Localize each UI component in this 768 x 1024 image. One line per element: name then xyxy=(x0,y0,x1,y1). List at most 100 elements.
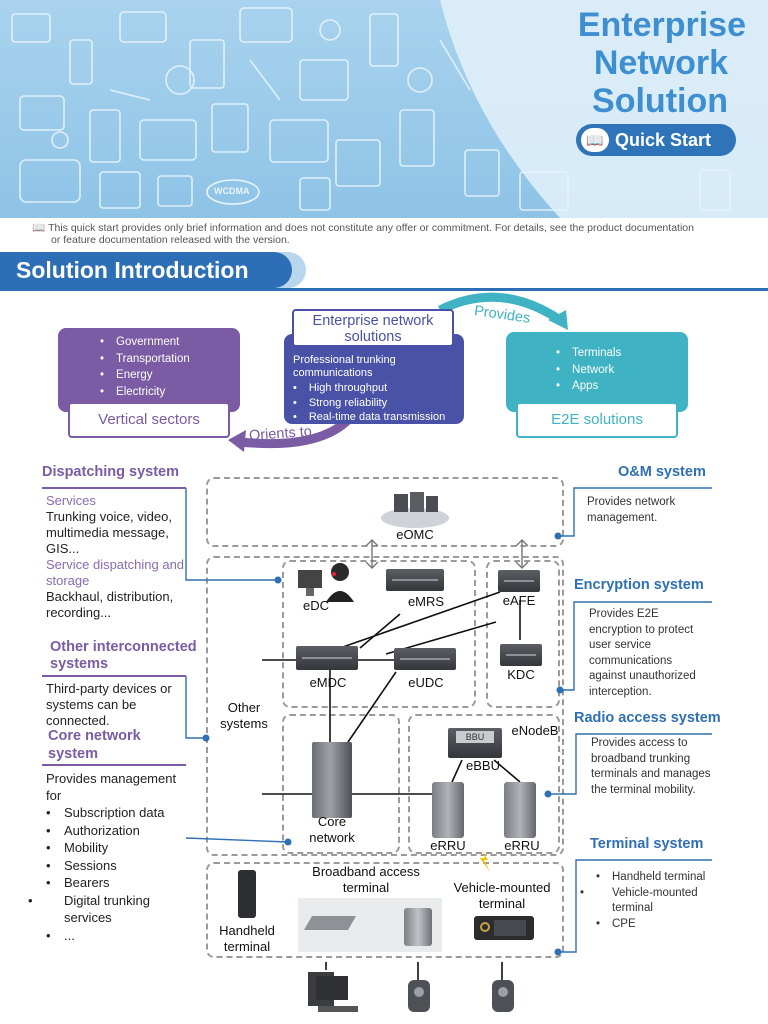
vertical-sectors-list: Government Transportation Energy Electri… xyxy=(58,328,240,400)
other-systems-text: Third-party devices or systems can be co… xyxy=(46,681,172,728)
eomc-label: eOMC xyxy=(396,527,434,542)
enterprise-features-list: High throughput Strong reliability Real-… xyxy=(284,380,464,425)
terminal-zone xyxy=(206,862,564,958)
handheld-terminal-device xyxy=(238,870,256,918)
e2e-solutions-box: Terminals Network Apps xyxy=(506,332,688,412)
ebbu-label: eBBU xyxy=(466,758,500,773)
broadband-terminal-label: Broadband access terminal xyxy=(312,864,420,895)
sds-label: Service dispatching and storage xyxy=(46,557,185,588)
page-title-line3: Solution xyxy=(592,82,728,120)
list-item: Apps xyxy=(556,378,688,395)
other-systems-title: Other interconnected systems xyxy=(50,639,197,672)
dispatch-system-title: Dispatching system xyxy=(42,464,179,480)
e2e-list: Terminals Network Apps xyxy=(506,332,688,395)
emdc-device xyxy=(296,646,358,670)
eafe-device xyxy=(498,570,540,592)
radio-system-text: Provides access to broadband trunking te… xyxy=(591,737,711,796)
cpe-router-device xyxy=(303,916,357,930)
broadband-terminal-panel xyxy=(298,898,442,952)
erru-label-2: eRRU xyxy=(504,838,540,853)
section-divider xyxy=(0,288,768,291)
erru-device-1 xyxy=(432,782,464,838)
list-item: Terminals xyxy=(556,345,688,362)
eomc-device xyxy=(380,490,450,528)
list-item: Sessions xyxy=(46,857,192,875)
list-item: Energy xyxy=(100,367,240,384)
terminal-items-list: Handheld terminal Vehicle-mounted termin… xyxy=(596,870,716,932)
kdc-device xyxy=(500,644,542,666)
om-system-title: O&M system xyxy=(618,464,706,480)
book-icon: 📖 xyxy=(581,128,609,152)
cpe-outdoor-device xyxy=(404,908,432,946)
book-icon: 📖 xyxy=(32,222,46,234)
dispatch-zone xyxy=(282,560,476,708)
radio-zone xyxy=(408,714,560,854)
enterprise-intro: Professional trunking communications xyxy=(293,354,396,379)
emrs-device xyxy=(386,569,444,591)
banner-sign-label: WCDMA xyxy=(214,186,250,196)
eudc-label: eUDC xyxy=(408,675,444,690)
list-item: Authorization xyxy=(46,822,192,840)
list-item: Vehicle-mounted terminal xyxy=(596,886,716,917)
eudc-device xyxy=(394,648,456,670)
dispatch-description: Services Trunking voice, video, multimed… xyxy=(46,493,188,621)
vertical-sectors-box: Government Transportation Energy Electri… xyxy=(58,328,240,412)
header-banner: WCDMA Enterprise Network Solution 📖 Quic… xyxy=(0,0,768,218)
enterprise-solutions-box: Professional trunking communications Hig… xyxy=(284,334,464,424)
list-item: Subscription data xyxy=(46,804,192,822)
list-item: Government xyxy=(100,334,240,351)
list-item: Strong reliability xyxy=(293,396,464,411)
disclaimer: 📖This quick start provides only brief in… xyxy=(32,222,752,246)
emdc-label: eMDC xyxy=(309,675,347,690)
list-item: High throughput xyxy=(293,381,464,396)
disclaimer-line1: This quick start provides only brief inf… xyxy=(48,222,694,234)
edc-label: eDC xyxy=(302,598,329,613)
endpoint-devices xyxy=(308,962,514,1012)
list-item: Handheld terminal xyxy=(596,870,716,886)
services-text: Trunking voice, video, multimedia messag… xyxy=(46,509,172,556)
bbu-tag: BBU xyxy=(456,731,494,743)
core-description: Provides management for Subscription dat… xyxy=(46,770,192,944)
eafe-label: eAFE xyxy=(502,593,536,608)
terminal-system-title: Terminal system xyxy=(590,836,704,852)
emrs-label: eMRS xyxy=(407,594,445,609)
page-title-line2: Network xyxy=(593,44,728,82)
erru-label-1: eRRU xyxy=(430,838,466,853)
vehicle-terminal-device xyxy=(474,916,534,940)
list-item: CPE xyxy=(596,917,716,933)
disclaimer-line2: or feature documentation released with t… xyxy=(51,234,290,246)
section-title: Solution Introduction xyxy=(0,252,292,288)
page-title-line1: Enterprise xyxy=(577,6,746,44)
list-item: Digital trunking services xyxy=(46,892,192,927)
list-item: ... xyxy=(46,927,192,945)
quick-start-badge: 📖 Quick Start xyxy=(576,124,736,156)
core-intro: Provides management for xyxy=(46,771,177,803)
om-system-text: Provides network management. xyxy=(587,496,676,524)
sds-text: Backhaul, distribution, recording... xyxy=(46,589,174,620)
quick-start-label: Quick Start xyxy=(615,129,712,150)
encryption-zone xyxy=(486,560,560,708)
radio-system-title: Radio access system xyxy=(574,710,721,726)
ebbu-device: BBU xyxy=(448,728,502,758)
dispatch-rule xyxy=(42,487,186,489)
vertical-sectors-label: Vertical sectors xyxy=(68,402,230,438)
kdc-label: KDC xyxy=(507,667,535,682)
core-items-list: Subscription data Authorization Mobility… xyxy=(46,804,192,944)
other-systems-label: Other systems xyxy=(220,700,268,731)
services-label: Services xyxy=(46,493,96,508)
core-rule xyxy=(42,764,186,766)
list-item: Network xyxy=(556,362,688,379)
handheld-terminal-label: Handheld terminal xyxy=(219,923,275,954)
enodeb-label: eNodeB xyxy=(511,723,559,738)
list-item: Real-time data transmission xyxy=(293,410,464,425)
core-zone-outer xyxy=(206,556,564,856)
list-item: Electricity xyxy=(100,384,240,401)
edc-device xyxy=(296,560,356,602)
om-zone xyxy=(206,477,564,547)
e2e-solutions-label: E2E solutions xyxy=(516,402,678,438)
list-item: Transportation xyxy=(100,351,240,368)
core-network-label: Core network xyxy=(309,814,355,845)
core-system-title: Core network system xyxy=(48,728,141,762)
encryption-system-text: Provides E2E encryption to protect user … xyxy=(589,608,696,698)
